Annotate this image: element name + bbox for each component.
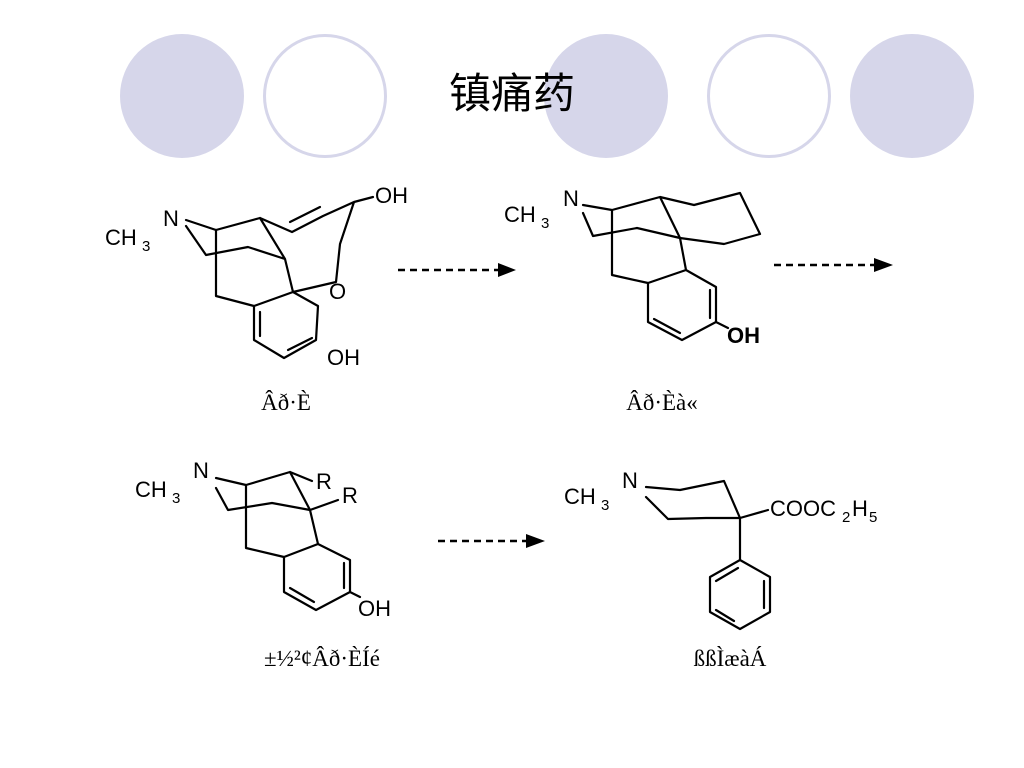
svg-text:CH: CH bbox=[564, 484, 596, 509]
svg-text:CH: CH bbox=[105, 225, 137, 250]
morphinan-labels: CH 3 N OH bbox=[504, 186, 760, 348]
caption-morphine: Âð·È bbox=[261, 390, 311, 415]
morphine-labels: CH 3 N OH O OH bbox=[105, 183, 408, 370]
svg-text:OH: OH bbox=[358, 596, 391, 621]
svg-text:COOC: COOC bbox=[770, 496, 836, 521]
svg-text:N: N bbox=[163, 206, 179, 231]
svg-text:3: 3 bbox=[541, 215, 549, 232]
svg-text:R: R bbox=[342, 483, 358, 508]
slide-title: 镇痛药 bbox=[448, 69, 575, 118]
svg-text:R: R bbox=[316, 469, 332, 494]
pethidine-labels: CH 3 N COOC 2 H 5 bbox=[564, 468, 877, 526]
svg-text:OH: OH bbox=[375, 183, 408, 208]
caption-morphinan: Âð·Èà« bbox=[626, 390, 698, 415]
benzomorphan-structure bbox=[214, 470, 362, 612]
decor-circle-3 bbox=[544, 34, 668, 158]
caption-benzomorphan: ±½²¢Âð·ÈÍé bbox=[264, 646, 380, 671]
svg-text:2: 2 bbox=[842, 509, 850, 526]
caption-pethidine: ßßÌæàÁ bbox=[694, 646, 767, 671]
decor-circle-1 bbox=[120, 34, 244, 158]
svg-text:3: 3 bbox=[172, 490, 180, 507]
morphinan-structure bbox=[581, 191, 762, 342]
pethidine-structure bbox=[644, 479, 772, 631]
svg-text:CH: CH bbox=[504, 202, 536, 227]
arrow-2 bbox=[774, 258, 893, 272]
svg-text:N: N bbox=[563, 186, 579, 211]
svg-text:5: 5 bbox=[869, 509, 877, 526]
arrow-3 bbox=[438, 534, 545, 548]
morphine-structure bbox=[184, 195, 375, 360]
svg-text:N: N bbox=[622, 468, 638, 493]
arrow-1 bbox=[398, 263, 516, 277]
svg-text:H: H bbox=[852, 496, 868, 521]
svg-text:3: 3 bbox=[142, 238, 150, 255]
svg-text:N: N bbox=[193, 458, 209, 483]
svg-text:CH: CH bbox=[135, 477, 167, 502]
svg-text:OH: OH bbox=[327, 345, 360, 370]
svg-text:O: O bbox=[329, 279, 346, 304]
decor-circle-5 bbox=[850, 34, 974, 158]
svg-text:OH: OH bbox=[727, 323, 760, 348]
decor-circle-4 bbox=[707, 34, 831, 158]
svg-text:3: 3 bbox=[601, 497, 609, 514]
benzomorphan-labels: CH 3 N R R OH bbox=[135, 458, 391, 621]
decor-circle-2 bbox=[263, 34, 387, 158]
